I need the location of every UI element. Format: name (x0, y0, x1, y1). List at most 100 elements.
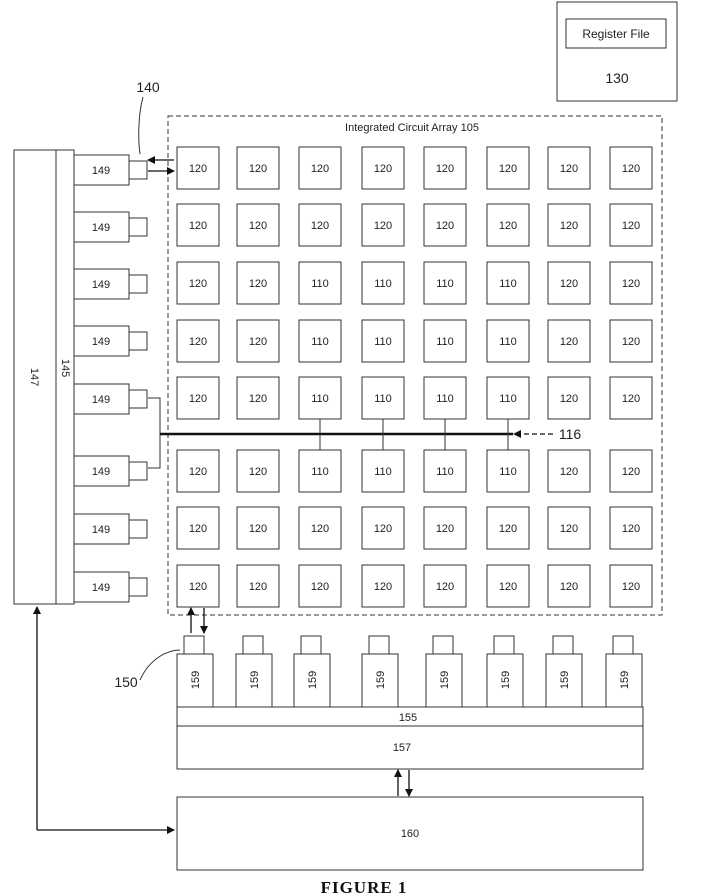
port-connector (300, 635, 322, 655)
port-159-label: 159 (619, 671, 631, 689)
bus-memory-connection (33, 606, 175, 834)
bus-147 (13, 149, 57, 605)
array-title: Integrated Circuit Array 105 (345, 122, 479, 134)
figure-caption: FIGURE 1 (321, 878, 408, 896)
array-cell-label: 120 (622, 523, 640, 535)
port-149: 149 (73, 571, 148, 603)
array-cell-label: 110 (374, 336, 392, 348)
array-cell-label: 120 (189, 220, 207, 232)
port-159: 159 (176, 635, 214, 708)
array-cell-label: 120 (189, 581, 207, 593)
array-cell-110: 110 (486, 376, 530, 420)
array-cell-label: 120 (560, 163, 578, 175)
array-cell-label: 120 (436, 163, 454, 175)
array-cell-label: 120 (249, 581, 267, 593)
array-cell-label: 120 (374, 581, 392, 593)
array-cell-label: 110 (499, 393, 517, 405)
array-cell-label: 110 (499, 278, 517, 290)
array-cell-label: 120 (560, 278, 578, 290)
array-cell-110: 110 (486, 319, 530, 363)
array-cell-120: 120 (547, 146, 591, 190)
array-cell-120: 120 (176, 506, 220, 550)
array-cell-label: 120 (249, 163, 267, 175)
array-cell-label: 110 (374, 393, 392, 405)
array-cell-110: 110 (486, 261, 530, 305)
array-cell-label: 120 (311, 581, 329, 593)
block-memory-arrows (394, 769, 413, 797)
port-connector (183, 635, 205, 655)
array-cell-110: 110 (423, 261, 467, 305)
array-cell-110: 110 (361, 261, 405, 305)
array-cell-label: 120 (436, 220, 454, 232)
register-file-ref: 130 (605, 70, 629, 86)
array-cell-110: 110 (298, 319, 342, 363)
array-cell-label: 120 (189, 466, 207, 478)
array-cell-120: 120 (486, 146, 530, 190)
array-bottom-arrows (187, 607, 208, 634)
array-cell-110: 110 (298, 449, 342, 493)
array-cell-110: 110 (423, 376, 467, 420)
port-159-label: 159 (559, 671, 571, 689)
array-cell-110: 110 (361, 449, 405, 493)
array-cell-label: 110 (374, 278, 392, 290)
array-cells: 120 120 120 120 120 120 120 120 120 120 120 120 120 1… (176, 146, 653, 608)
array-cell-label: 120 (622, 393, 640, 405)
array-cell-label: 120 (622, 278, 640, 290)
port-149-label: 149 (92, 222, 110, 234)
port-149-label: 149 (92, 279, 110, 291)
interface-145 (55, 149, 75, 605)
array-cell-120: 120 (236, 449, 280, 493)
strip-155-label: 155 (399, 712, 417, 724)
array-cell-label: 120 (622, 581, 640, 593)
callout-140: 140 (136, 79, 160, 155)
block-157: 157 (176, 725, 644, 770)
memory-160-label: 160 (401, 828, 419, 840)
array-cell-label: 120 (560, 523, 578, 535)
port-connector (432, 635, 454, 655)
array-cell-120: 120 (486, 506, 530, 550)
port-149-label: 149 (92, 582, 110, 594)
array-cell-110: 110 (361, 376, 405, 420)
array-cell-label: 120 (622, 163, 640, 175)
port-connector (128, 331, 148, 351)
port-connector (612, 635, 634, 655)
array-cell-label: 120 (311, 523, 329, 535)
port-159-label: 159 (375, 671, 387, 689)
array-cell-label: 120 (189, 393, 207, 405)
array-cell-120: 120 (176, 319, 220, 363)
array-cell-label: 120 (249, 278, 267, 290)
port-159-label: 159 (307, 671, 319, 689)
port-159-label: 159 (500, 671, 512, 689)
port-149: 149 (73, 383, 148, 415)
array-cell-label: 120 (249, 336, 267, 348)
array-cell-120: 120 (486, 203, 530, 247)
array-cell-label: 120 (189, 336, 207, 348)
port-159: 159 (361, 635, 399, 708)
array-cell-label: 110 (436, 336, 454, 348)
array-cell-120: 120 (547, 261, 591, 305)
interface-145-label: 145 (59, 359, 71, 377)
array-cell-120: 120 (176, 261, 220, 305)
array-cell-120: 120 (236, 203, 280, 247)
array-cell-label: 120 (249, 523, 267, 535)
array-cell-label: 120 (311, 163, 329, 175)
array-cell-120: 120 (547, 506, 591, 550)
array-cell-120: 120 (176, 564, 220, 608)
port-connector (552, 635, 574, 655)
array-cell-120: 120 (609, 261, 653, 305)
port-149: 149 (73, 325, 148, 357)
array-cell-120: 120 (609, 449, 653, 493)
array-cell-label: 120 (374, 163, 392, 175)
register-file-block: Register File 130 (556, 1, 678, 102)
array-cell-label: 110 (311, 466, 329, 478)
array-cell-label: 110 (311, 393, 329, 405)
array-cell-label: 120 (560, 220, 578, 232)
array-cell-120: 120 (298, 146, 342, 190)
array-cell-label: 120 (560, 581, 578, 593)
port-149-label: 149 (92, 524, 110, 536)
array-cell-label: 120 (374, 220, 392, 232)
port-149: 149 (73, 455, 148, 487)
